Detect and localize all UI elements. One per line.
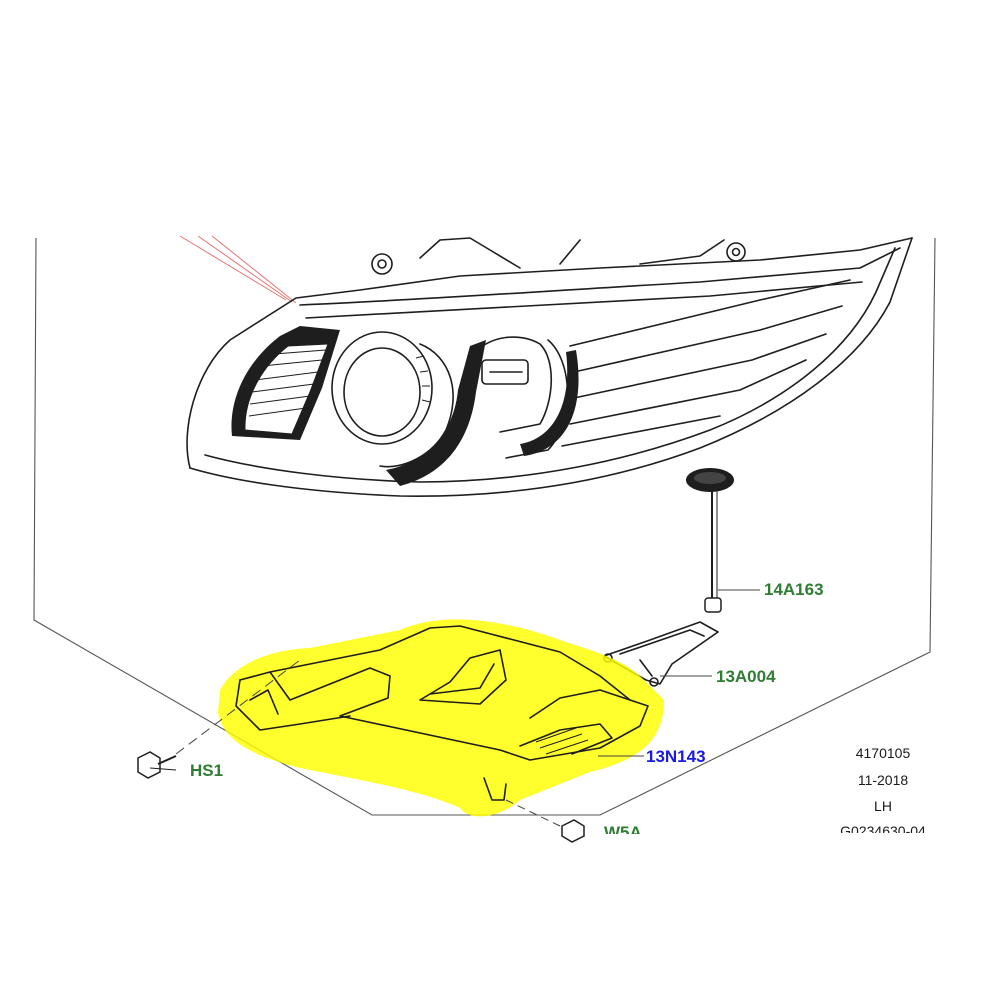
callout-text: 14A163 [764, 580, 824, 599]
headlamp-assembly [186, 237, 913, 497]
red-reference-lines [179, 235, 297, 304]
callout-HS1-label: HS1 [190, 762, 223, 779]
drawing-date: 11-2018 [857, 772, 909, 788]
callout-13N143-label: 13N143 [646, 748, 706, 765]
callout-text: 13N143 [646, 747, 706, 766]
callout-text: W5A [604, 824, 642, 834]
highlighted-bracket-13N143 [218, 619, 664, 817]
callout-13A004-label: 13A004 [716, 668, 776, 685]
callout-W5A-label: W5A [604, 824, 642, 834]
drawing-code: G0234630-04 [840, 824, 926, 833]
drawing-side: LH [874, 798, 892, 814]
callout-text: 13A004 [716, 667, 776, 686]
bracket-part [603, 621, 719, 687]
bottom-screw-part [505, 799, 585, 843]
drawing-number: 4170105 [855, 745, 911, 761]
callout-14A163-label: 14A163 [764, 581, 824, 598]
grommet-rod-part [686, 468, 760, 613]
callout-text: HS1 [190, 761, 224, 780]
screw-part [137, 659, 301, 779]
